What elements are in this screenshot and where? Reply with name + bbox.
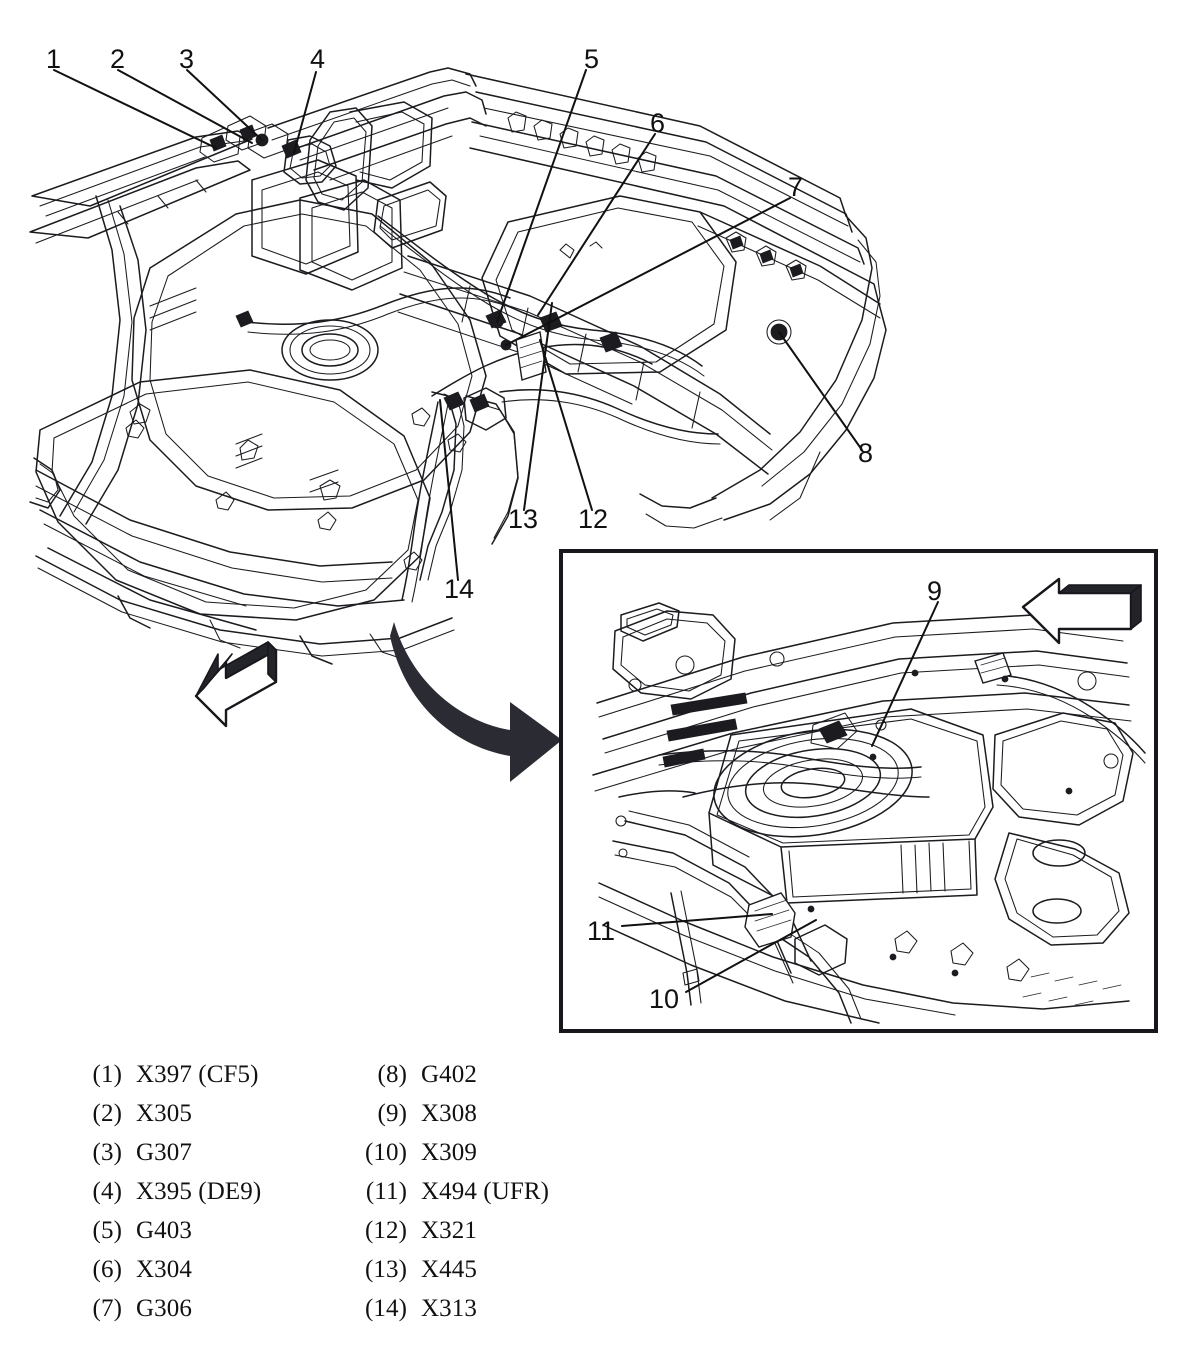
- leader-9: [871, 601, 939, 747]
- leader-10: [685, 919, 817, 993]
- callout-13: 13: [508, 504, 538, 534]
- transition-arrows: [180, 610, 570, 795]
- legend-number-10: (10): [364, 1139, 407, 1166]
- legend-number-8: (8): [377, 1061, 407, 1088]
- legend-text-9: X308: [421, 1100, 477, 1127]
- inset-callout-leaders: [621, 601, 939, 993]
- leader-12: [539, 339, 593, 511]
- legend-text-4: X395 (DE9): [136, 1178, 262, 1205]
- legend-item-14: (14) X313: [345, 1289, 645, 1328]
- callout-14: 14: [444, 574, 474, 604]
- legend-text-1: X397 (CF5): [136, 1061, 259, 1088]
- legend-item-1: (1) X397 (CF5): [60, 1055, 350, 1094]
- callout-4: 4: [310, 44, 325, 74]
- legend-number-6: (6): [92, 1256, 122, 1283]
- legend-text-14: X313: [421, 1295, 477, 1322]
- leader-1: [53, 69, 217, 149]
- legend-item-2: (2) X305: [60, 1094, 350, 1133]
- legend-item-3: (3) G307: [60, 1133, 350, 1172]
- legend-text-11: X494 (UFR): [421, 1178, 550, 1205]
- leader-14: [439, 399, 459, 581]
- callout-12: 12: [578, 504, 608, 534]
- legend-item-4: (4) X395 (DE9): [60, 1172, 350, 1211]
- legend-text-3: G307: [136, 1139, 192, 1166]
- callout-7: 7: [788, 172, 803, 202]
- callout-1: 1: [46, 44, 61, 74]
- legend-item-9: (9) X308: [345, 1094, 645, 1133]
- leader-7: [505, 197, 791, 346]
- legend-item-5: (5) G403: [60, 1211, 350, 1250]
- leader-2: [117, 69, 253, 144]
- leader-11: [621, 913, 773, 927]
- legend-number-7: (7): [92, 1295, 122, 1322]
- curved-arrow-right-icon: [390, 622, 562, 782]
- leader-5: [496, 69, 587, 323]
- legend-item-13: (13) X445: [345, 1250, 645, 1289]
- legend-number-1: (1): [92, 1061, 122, 1088]
- leader-4: [293, 71, 317, 154]
- leader-8: [778, 331, 863, 451]
- legend-number-11: (11): [365, 1178, 407, 1205]
- inset-callout-numbers: 9 10 11: [587, 576, 942, 1014]
- callout-9: 9: [927, 576, 942, 606]
- legend-item-11: (11) X494 (UFR): [345, 1172, 645, 1211]
- legend-number-9: (9): [377, 1100, 407, 1127]
- legend-item-8: (8) G402: [345, 1055, 645, 1094]
- main-illustration: 1 2 3 4 5 6 7 8 12 13 14: [29, 44, 887, 665]
- legend: (1) X397 (CF5) (2) X305 (3) G307 (4) X39…: [0, 1055, 1200, 1355]
- legend-item-7: (7) G306: [60, 1289, 350, 1328]
- underbody-linework: [592, 602, 1146, 1024]
- callout-2: 2: [110, 44, 125, 74]
- leader-3: [186, 69, 263, 141]
- callout-8: 8: [858, 438, 873, 468]
- legend-number-14: (14): [364, 1295, 407, 1322]
- legend-number-5: (5): [92, 1217, 122, 1244]
- leader-6: [537, 133, 656, 316]
- legend-text-2: X305: [136, 1100, 192, 1127]
- legend-text-5: G403: [136, 1217, 192, 1244]
- callout-11: 11: [587, 916, 615, 946]
- callout-leaders: [53, 69, 863, 581]
- legend-text-12: X321: [421, 1217, 477, 1244]
- callout-numbers: 1 2 3 4 5 6 7 8 12 13 14: [46, 44, 873, 604]
- legend-item-10: (10) X309: [345, 1133, 645, 1172]
- legend-text-8: G402: [421, 1061, 477, 1088]
- legend-text-7: G306: [136, 1295, 192, 1322]
- legend-number-2: (2): [92, 1100, 122, 1127]
- legend-item-6: (6) X304: [60, 1250, 350, 1289]
- legend-number-3: (3): [92, 1139, 122, 1166]
- legend-number-12: (12): [364, 1217, 407, 1244]
- callout-3: 3: [179, 44, 194, 74]
- legend-number-13: (13): [364, 1256, 407, 1283]
- legend-column-left: (1) X397 (CF5) (2) X305 (3) G307 (4) X39…: [60, 1055, 350, 1328]
- legend-item-12: (12) X321: [345, 1211, 645, 1250]
- callout-6: 6: [650, 108, 665, 138]
- callout-5: 5: [584, 44, 599, 74]
- callout-10: 10: [649, 984, 679, 1014]
- legend-text-13: X445: [421, 1256, 477, 1283]
- legend-column-right: (8) G402 (9) X308 (10) X309 (11) X494 (U…: [345, 1055, 645, 1328]
- leader-13: [523, 302, 553, 511]
- inset-detail-panel: 9 10 11: [559, 549, 1158, 1033]
- inset-direction-arrow-icon: [1021, 577, 1142, 645]
- outline-arrow-left-icon: [194, 641, 278, 728]
- legend-number-4: (4): [92, 1178, 122, 1205]
- legend-text-10: X309: [421, 1139, 477, 1166]
- legend-text-6: X304: [136, 1256, 192, 1283]
